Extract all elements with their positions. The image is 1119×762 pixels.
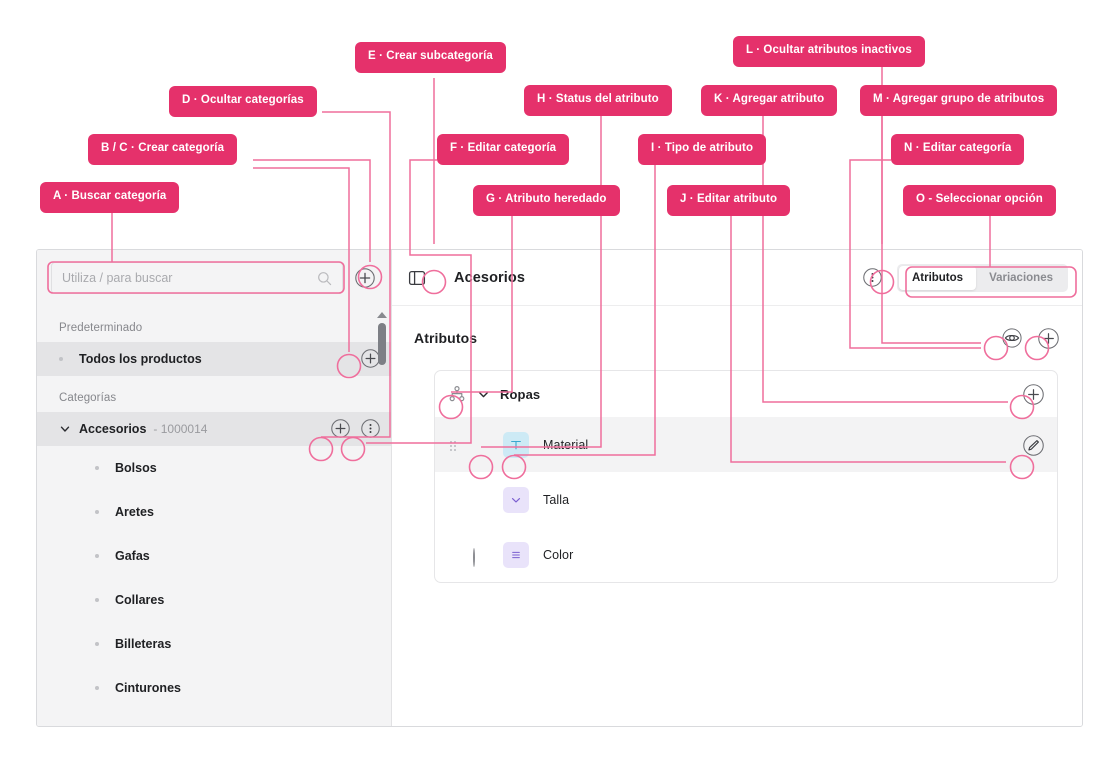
attribute-status-indicator[interactable] [471, 547, 483, 567]
category-sidebar: Utiliza / para buscar Predeterminado Tod… [37, 250, 392, 726]
create-category-button[interactable] [355, 268, 375, 288]
sidebar-item-label: Bolsos [115, 461, 157, 475]
annotation-n: N · Editar categoría [891, 134, 1025, 165]
annotation-k: K · Agregar atributo [701, 85, 838, 116]
chevron-down-icon[interactable] [477, 388, 490, 401]
bullet-icon [59, 357, 63, 361]
attributes-heading: Atributos [414, 330, 478, 346]
sidebar-scroll-area: Predeterminado Todos los productos Categ… [37, 306, 391, 726]
attribute-row-color[interactable]: Color [435, 527, 1057, 582]
sidebar-item-billeteras[interactable]: Billeteras [37, 622, 391, 666]
attribute-name: Color [543, 547, 574, 562]
sidebar-item-label: Todos los productos [79, 352, 202, 366]
main-panel: Acesorios Atributos Variaciones Atributo… [392, 250, 1082, 726]
annotation-h: H · Status del atributo [524, 85, 672, 116]
sidebar-item-label: Aretes [115, 505, 154, 519]
select-type-icon[interactable] [503, 486, 529, 513]
attribute-group-card: Ropas Material [434, 370, 1058, 583]
attribute-row-talla[interactable]: Talla [435, 472, 1057, 527]
edit-category-menu-button[interactable] [863, 267, 883, 288]
sidebar-item-label: Billeteras [115, 637, 172, 651]
scroll-up-arrow-icon[interactable] [377, 312, 387, 318]
create-subcategory-button[interactable] [331, 419, 351, 439]
annotation-a: A · Buscar categoría [40, 182, 180, 213]
attributes-section-header: Atributos [414, 328, 1059, 349]
tab-variaciones[interactable]: Variaciones [989, 271, 1053, 284]
page-title: Acesorios [454, 269, 526, 286]
annotation-d: D · Ocultar categorías [169, 86, 317, 117]
sidebar-item-bolsos[interactable]: Bolsos [37, 446, 391, 490]
list-type-icon[interactable] [503, 541, 529, 568]
annotation-m: M · Agregar grupo de atributos [860, 85, 1058, 116]
drag-handle-icon[interactable] [449, 439, 457, 451]
annotation-j: J · Editar atributo [667, 185, 791, 216]
annotation-o: O - Seleccionar opción [903, 185, 1056, 216]
attribute-name: Talla [543, 492, 570, 507]
sidebar-item-label: Collares [115, 593, 165, 607]
text-type-icon[interactable] [503, 431, 529, 458]
attributes-section: Atributos [392, 306, 1082, 583]
annotation-i: I · Tipo de atributo [638, 134, 767, 165]
bullet-icon [95, 598, 99, 602]
annotation-f: F · Editar categoría [437, 134, 570, 165]
sidebar-item-label: Gafas [115, 549, 150, 563]
view-mode-segmented-control[interactable]: Atributos Variaciones [896, 263, 1068, 292]
sidebar-item-todos-los-productos[interactable]: Todos los productos [37, 342, 391, 376]
attribute-name: Material [543, 437, 589, 452]
sidebar-item-cinturones[interactable]: Cinturones [37, 666, 391, 710]
section-label-predeterminado: Predeterminado [59, 322, 143, 334]
add-attribute-group-button[interactable] [1038, 328, 1059, 349]
attribute-group-name: Ropas [500, 386, 541, 402]
app-window: Utiliza / para buscar Predeterminado Tod… [36, 249, 1083, 727]
attribute-group-row-ropas[interactable]: Ropas [435, 371, 1057, 417]
bullet-icon [95, 466, 99, 470]
search-icon [317, 271, 332, 286]
search-placeholder: Utiliza / para buscar [62, 271, 173, 285]
sidebar-search-row: Utiliza / para buscar [37, 250, 391, 306]
drag-handle-placeholder [449, 494, 457, 506]
drag-handle-placeholder [449, 549, 457, 561]
scrollbar-thumb[interactable] [378, 323, 386, 365]
edit-attribute-button[interactable] [1023, 434, 1044, 456]
annotation-b: B / C · Crear categoría [88, 134, 238, 165]
annotation-g: G · Atributo heredado [473, 185, 620, 216]
section-label-categorias: Categorías [59, 392, 117, 404]
sidebar-item-label: Accesorios [79, 422, 147, 436]
bullet-icon [95, 554, 99, 558]
annotation-e: E · Crear subcategoría [355, 42, 506, 73]
attribute-row-material[interactable]: Material [435, 417, 1057, 472]
attribute-status-indicator[interactable] [471, 494, 483, 506]
bullet-icon [95, 510, 99, 514]
annotation-l: L · Ocultar atributos inactivos [733, 36, 925, 67]
bullet-icon [95, 686, 99, 690]
sidebar-scrollbar[interactable] [376, 312, 388, 402]
add-attribute-button[interactable] [1023, 384, 1044, 405]
main-header: Acesorios Atributos Variaciones [392, 250, 1082, 306]
tab-atributos[interactable]: Atributos [898, 265, 977, 290]
edit-category-menu-button[interactable] [361, 419, 381, 439]
status-dot-inactive-icon [473, 547, 475, 567]
sidebar-item-label: Cinturones [115, 681, 181, 695]
search-input[interactable]: Utiliza / para buscar [51, 262, 343, 294]
sidebar-item-aretes[interactable]: Aretes [37, 490, 391, 534]
panel-collapse-icon[interactable] [408, 269, 426, 287]
hide-inactive-attributes-button[interactable] [1002, 328, 1022, 348]
sitemap-icon [447, 384, 467, 404]
sidebar-item-collares[interactable]: Collares [37, 578, 391, 622]
attribute-status-indicator[interactable] [471, 439, 483, 451]
bullet-icon [95, 642, 99, 646]
sidebar-item-gafas[interactable]: Gafas [37, 534, 391, 578]
sidebar-item-code: - 1000014 [153, 422, 208, 436]
sidebar-item-accesorios[interactable]: Accesorios - 1000014 [37, 412, 391, 446]
sidebar-children-list: Bolsos Aretes Gafas Collares Billeteras … [37, 446, 391, 710]
chevron-down-icon[interactable] [59, 423, 71, 435]
